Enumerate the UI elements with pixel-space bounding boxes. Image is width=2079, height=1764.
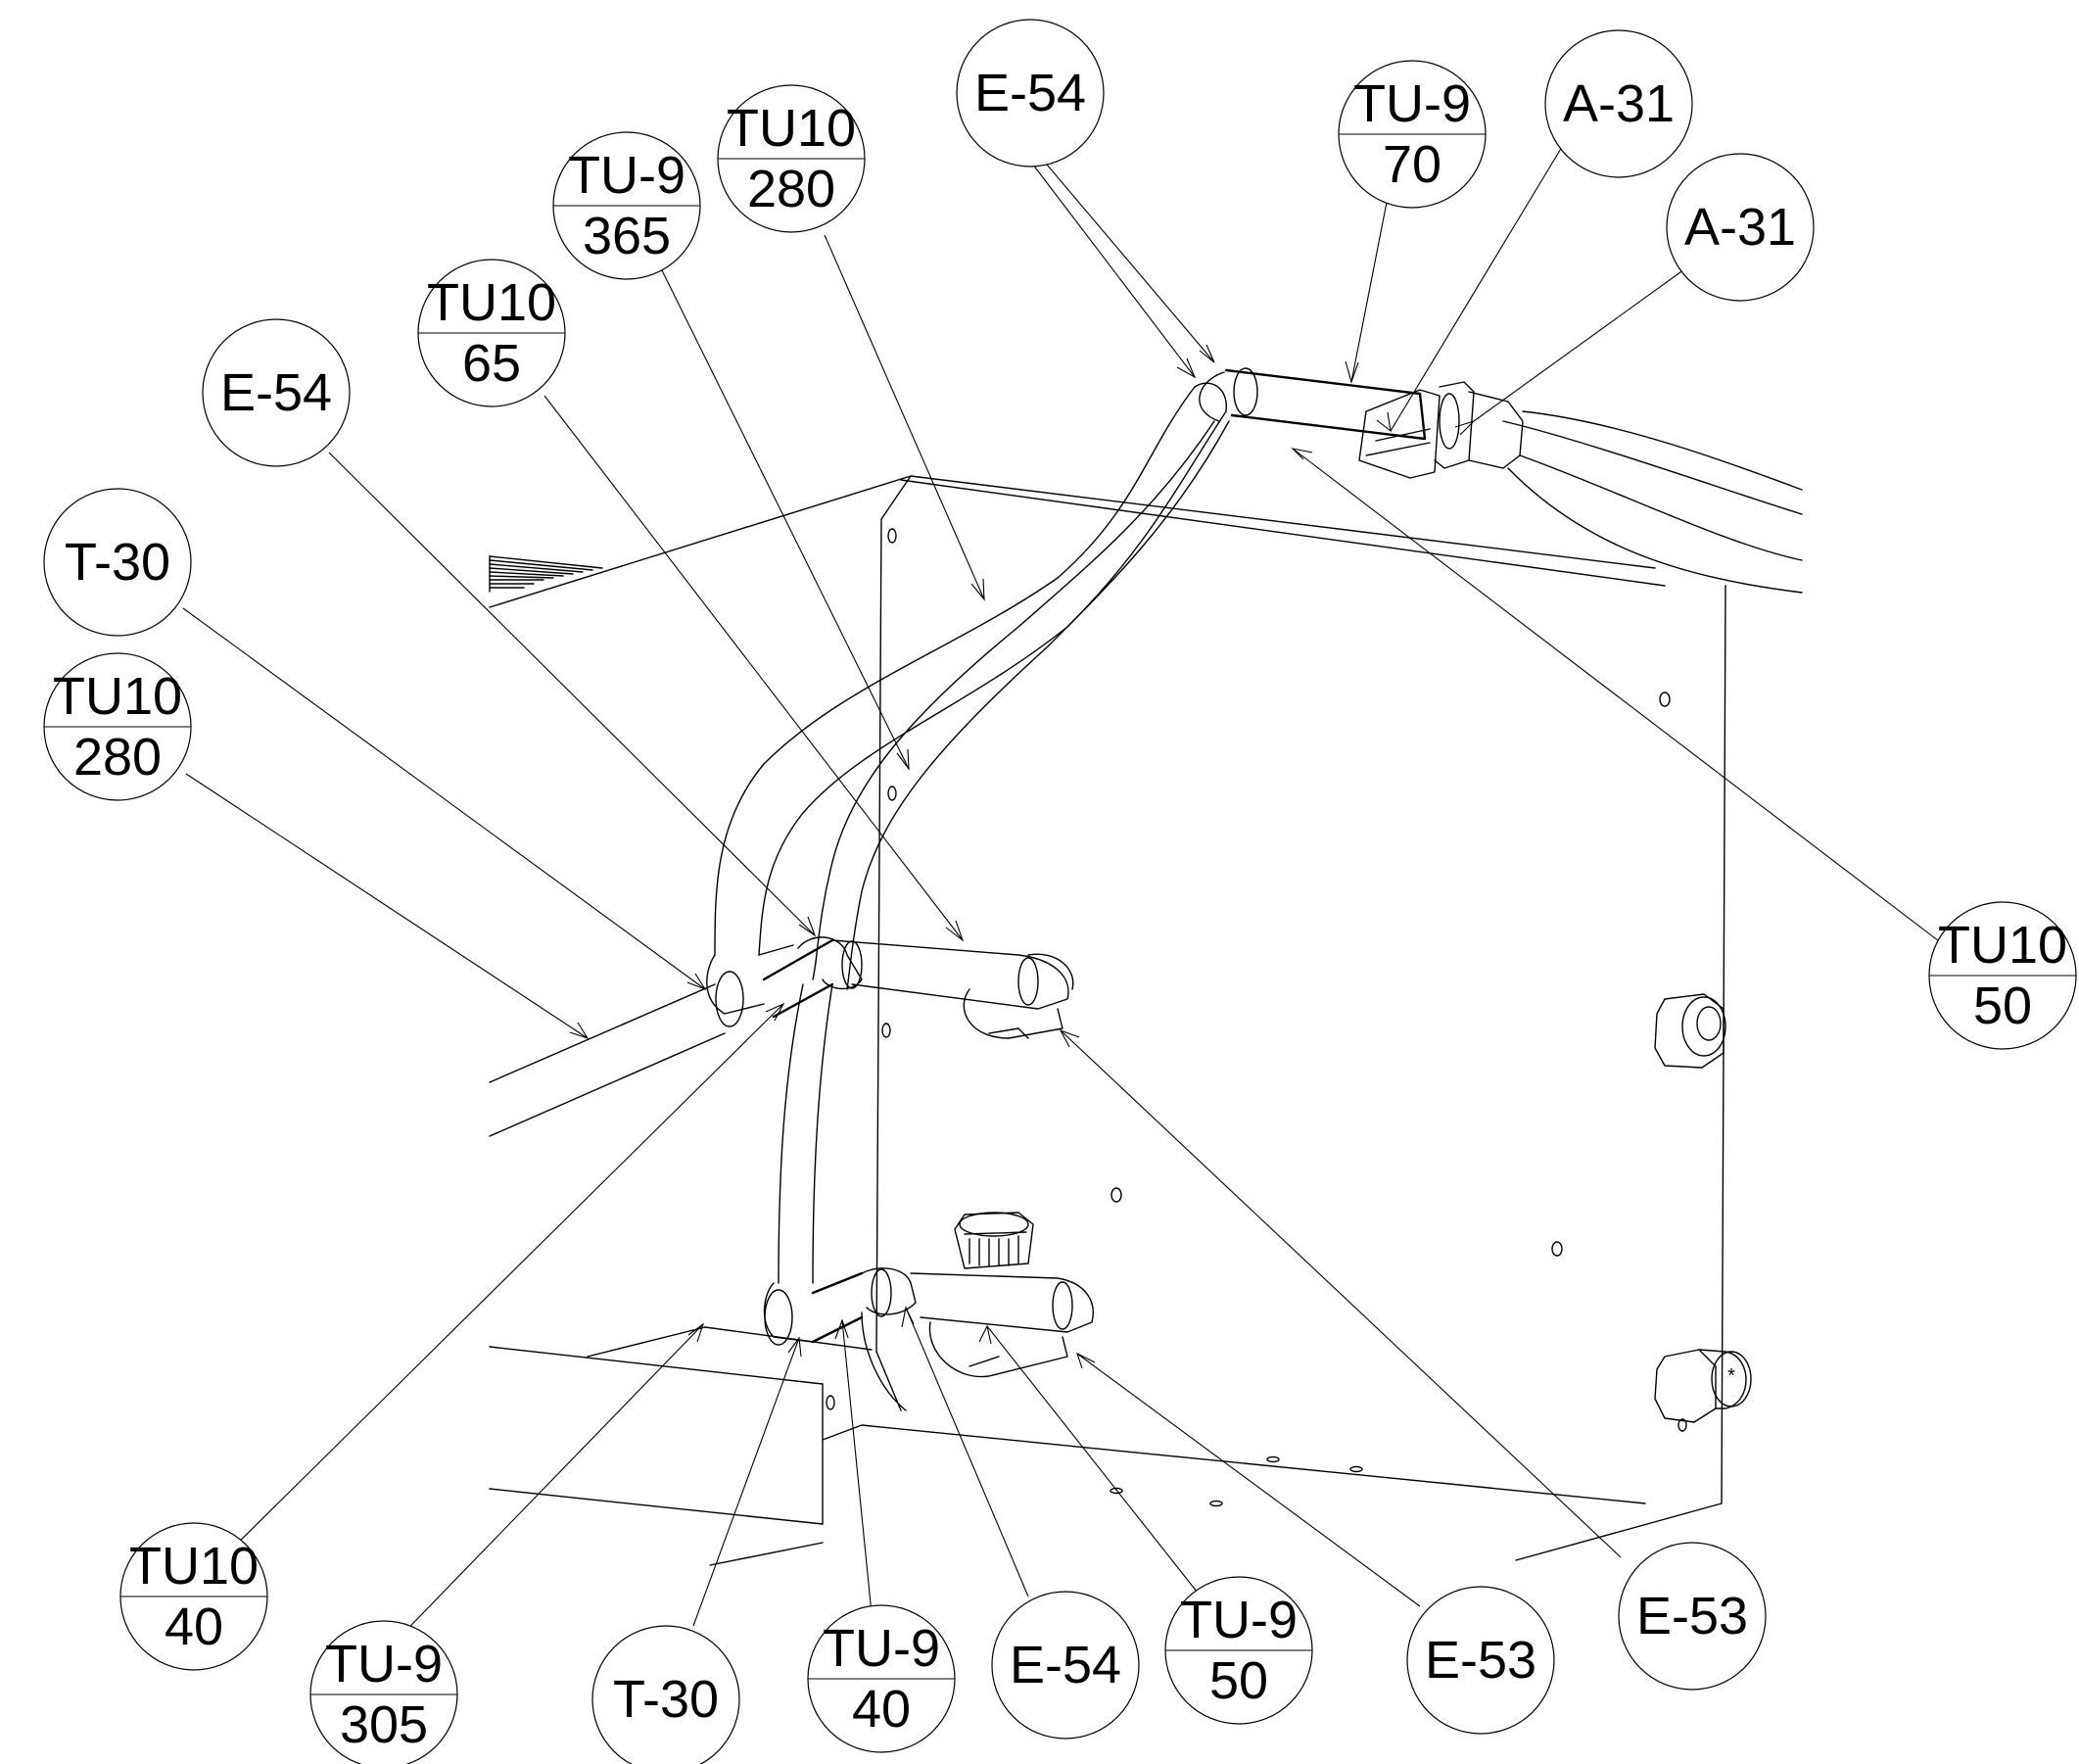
callout-code: TU10 <box>53 667 182 726</box>
panel-frame <box>489 475 1726 1566</box>
right-side-fittings: * <box>1654 993 1752 1423</box>
hatched-corner <box>489 555 603 593</box>
callout-a31-top: A-31 <box>1544 29 1693 178</box>
callout-tu9-40: TU-940 <box>807 1604 956 1753</box>
bottom-assembly <box>763 1212 1094 1411</box>
callout-code: E-53 <box>1425 1631 1536 1690</box>
callout-circle <box>1544 29 1693 178</box>
callout-length: 50 <box>1973 977 2032 1035</box>
callout-code: T-30 <box>65 533 170 592</box>
callout-code: E-54 <box>220 363 332 422</box>
callout-bubbles: E-54TU10280TU-9365TU1065E-54T-30TU10280T… <box>43 19 2077 1764</box>
callout-code: TU-9 <box>568 146 685 205</box>
callout-code: TU-9 <box>1180 1591 1298 1649</box>
callout-code: TU10 <box>1938 916 2067 975</box>
arrowheads <box>569 344 1475 1369</box>
callout-code: A-31 <box>1684 198 1796 257</box>
callout-e54-left: E-54 <box>202 318 351 467</box>
callout-length: 305 <box>340 1695 428 1754</box>
callout-length: 65 <box>462 334 521 393</box>
callout-t30-bottom: T-30 <box>591 1625 740 1764</box>
callout-code: TU-9 <box>1353 74 1471 133</box>
callout-code: E-54 <box>974 64 1086 122</box>
middle-assembly <box>489 936 1074 1137</box>
vertical-hoses <box>778 983 833 1284</box>
callout-length: 70 <box>1383 135 1441 194</box>
callout-code: TU10 <box>427 273 556 332</box>
callout-t30-left: T-30 <box>43 488 192 637</box>
callout-length: 50 <box>1209 1651 1268 1710</box>
callout-code: TU-9 <box>823 1619 940 1678</box>
callout-e54-top: E-54 <box>956 19 1105 167</box>
callout-code: T-30 <box>613 1670 719 1729</box>
svg-text:*: * <box>1727 1365 1735 1387</box>
upper-hoses <box>714 386 1230 990</box>
callout-tu9-50: TU-950 <box>1164 1576 1313 1725</box>
callout-e54-bottom: E-54 <box>991 1591 1140 1740</box>
callout-length: 280 <box>73 728 162 787</box>
callout-length: 365 <box>583 207 671 265</box>
callout-code: E-54 <box>1010 1636 1121 1694</box>
callout-tu9-70: TU-970 <box>1338 60 1487 209</box>
callout-length: 40 <box>165 1597 223 1656</box>
callout-code: TU-9 <box>325 1635 443 1693</box>
callout-code: E-53 <box>1636 1587 1748 1645</box>
callout-e53-bottom: E-53 <box>1406 1586 1555 1735</box>
callout-circle <box>202 318 351 467</box>
callout-circle <box>1618 1542 1767 1691</box>
callout-circle <box>1406 1586 1555 1735</box>
callout-code: A-31 <box>1563 74 1675 133</box>
callout-circle <box>591 1625 740 1764</box>
callout-e53-right: E-53 <box>1618 1542 1767 1691</box>
top-fittings <box>1194 367 1803 594</box>
callout-code: TU10 <box>129 1537 259 1596</box>
callout-a31-right: A-31 <box>1666 153 1815 302</box>
callout-circle <box>43 488 192 637</box>
callout-circle <box>1666 153 1815 302</box>
callout-code: TU10 <box>727 99 856 158</box>
callout-length: 40 <box>852 1680 911 1739</box>
callout-circle <box>991 1591 1140 1740</box>
callout-circle <box>956 19 1105 167</box>
leader-lines <box>182 146 1964 1651</box>
callout-length: 280 <box>747 160 835 218</box>
